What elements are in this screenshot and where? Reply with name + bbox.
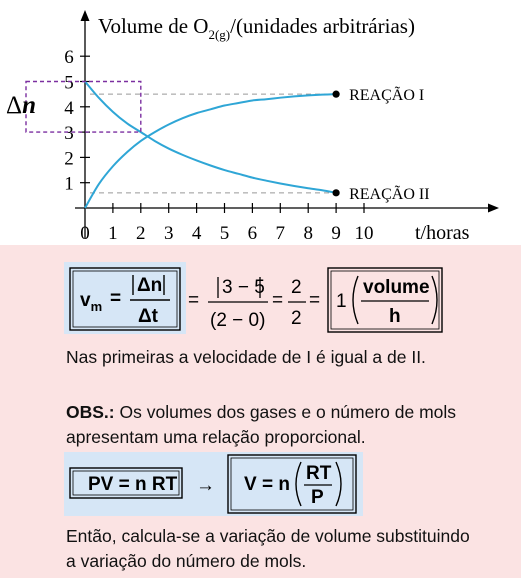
y-tick-label: 6 (64, 47, 74, 68)
x-axis-title: t/horas (415, 222, 470, 244)
x-tick-label: 5 (220, 223, 230, 244)
one-value: 1 (336, 291, 347, 312)
pv-frame-inner (72, 470, 180, 496)
paren-right (431, 275, 438, 325)
result-frame-inner (330, 270, 440, 330)
x-tick-label: 8 (303, 223, 313, 244)
unit-volume: volume (363, 277, 430, 298)
series-label: REAÇÃO I (349, 86, 424, 104)
rt-num: RT (306, 463, 332, 484)
paren-den: (2 − 0) (210, 310, 265, 331)
pv-frame (69, 467, 183, 499)
velocity-formula: vm = Δn Δt = 3 − 5 (2 − 0) = 2 2 = 1 vol… (64, 262, 443, 334)
x-tick-label: 6 (248, 223, 258, 244)
vm-frame (69, 267, 181, 331)
result-frame (327, 267, 443, 333)
x-tick-label: 10 (355, 223, 374, 244)
eq-1: = (110, 288, 121, 309)
v-equation: V = n (244, 474, 290, 495)
reaction-volume-chart: Volume de O2(g)/(unidades arbitrárias) t… (6, 10, 499, 244)
text-velocity-equal: Nas primeiras a velocidade de I é igual … (66, 347, 426, 367)
x-tick-label: 3 (164, 223, 174, 244)
x-tick-label: 0 (80, 223, 90, 244)
obs-line-2: apresentam uma relação proporcional. (66, 427, 366, 447)
two-num: 2 (291, 277, 302, 298)
chart-area: Volume de O2(g)/(unidades arbitrárias) t… (0, 0, 521, 245)
v-frame (227, 454, 357, 514)
obs-line: OBS.: Os volumes dos gases e o número de… (66, 402, 456, 423)
paren2-right (335, 461, 342, 507)
x-axis-arrow (488, 203, 499, 213)
series-line-reacao-2 (84, 80, 337, 194)
y-axis-arrow (80, 10, 90, 21)
vm-highlight-box (64, 262, 186, 334)
series-end-point (332, 90, 340, 98)
v-frame-inner (230, 457, 354, 511)
y-tick-label: 2 (64, 148, 74, 169)
unit-h: h (389, 306, 401, 327)
y-tick-label: 4 (64, 98, 74, 119)
gas-highlight-box (64, 452, 363, 516)
delta-t-den: Δt (138, 306, 159, 327)
implies-arrow: → (196, 475, 215, 496)
vm-frame-inner (72, 270, 178, 328)
paren2-left (295, 461, 302, 507)
y-tick-label: 5 (64, 73, 74, 94)
x-tick-label: 1 (108, 223, 118, 244)
paren-left (352, 275, 359, 325)
text-conclusion-1: Então, calcula-se a variação de volume s… (66, 526, 470, 546)
p-den: P (311, 487, 324, 508)
series-end-point (332, 189, 340, 197)
series-line-reacao-1 (84, 93, 337, 209)
y-axis-title: Volume de O2(g)/(unidades arbitrárias) (98, 14, 415, 42)
gas-law-formula: PV = n RT → V = n RT P (64, 452, 363, 516)
delta-n-box (25, 80, 142, 133)
delta-n-label: Δn (6, 92, 36, 119)
eq-3: = (272, 290, 283, 311)
text-conclusion-2: a variação do número de mols. (66, 551, 307, 571)
x-tick-label: 9 (331, 223, 341, 244)
pv-equation: PV = n RT (88, 474, 178, 495)
eq-2: = (188, 290, 199, 311)
x-tick-label: 7 (276, 223, 286, 244)
abs-num: 3 − 5 (222, 277, 265, 298)
obs-text: Os volumes dos gases e o número de mols (114, 402, 457, 422)
vm-symbol: vm (80, 290, 102, 314)
y-tick-label: 1 (64, 174, 74, 195)
delta-n-num: Δn (137, 275, 162, 296)
eq-4: = (309, 290, 320, 311)
two-den: 2 (291, 308, 302, 329)
series-label: REAÇÃO II (349, 185, 429, 203)
y-tick-label: 3 (64, 123, 74, 144)
x-tick-label: 4 (192, 223, 202, 244)
x-tick-label: 2 (136, 223, 146, 244)
obs-label: OBS.: (66, 402, 115, 422)
